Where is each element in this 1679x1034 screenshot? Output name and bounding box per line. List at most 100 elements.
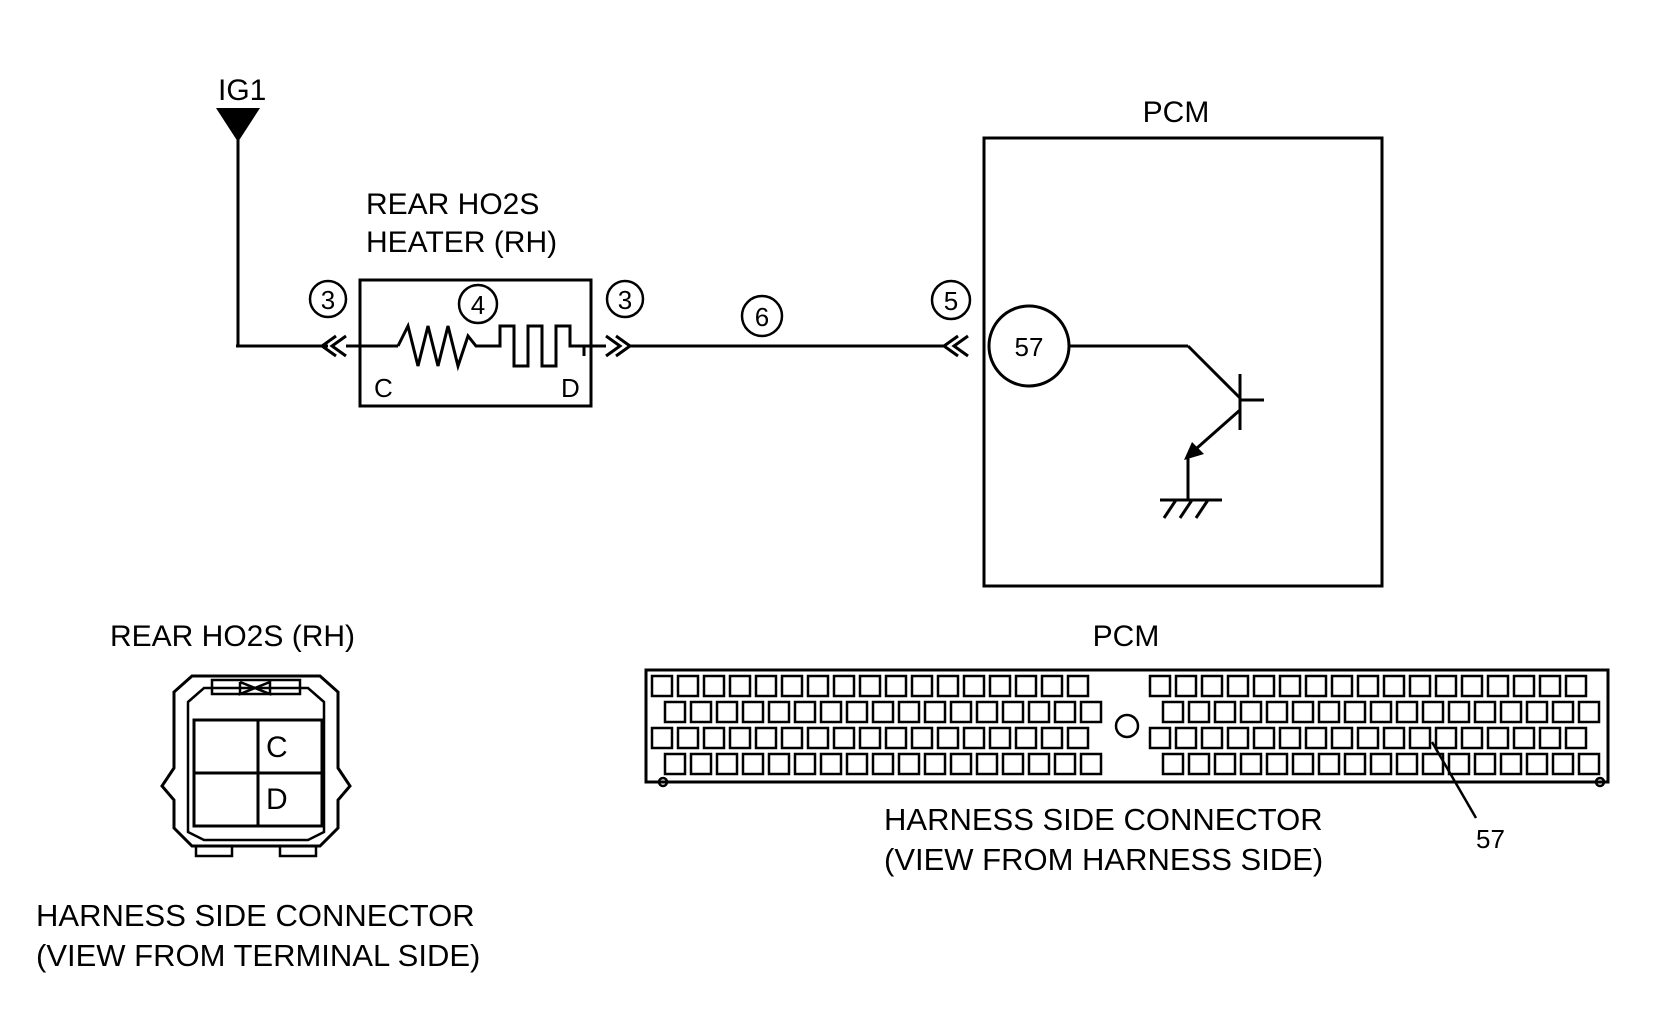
pcm-connector-cavity	[1460, 726, 1484, 750]
pcm-connector-cavity	[1421, 700, 1445, 724]
pcm-connector-cavity	[1460, 674, 1484, 698]
pcm-connector-cavity	[1001, 752, 1025, 776]
pcm-connector-cavity	[936, 726, 960, 750]
pcm-connector-cavity	[1148, 726, 1172, 750]
pcm-connector-cavity	[1525, 752, 1549, 776]
pcm-connector-cavity	[754, 674, 778, 698]
pcm-connector-cavity	[949, 752, 973, 776]
callout-circle-3-right	[605, 279, 645, 319]
pcm-connector-cavity	[1239, 752, 1263, 776]
pcm-connector-cavity	[1382, 674, 1406, 698]
pcm-connector-cavity	[858, 674, 882, 698]
pcm-connector-cavity	[1053, 700, 1077, 724]
pcm-connector-cavity	[663, 752, 687, 776]
pcm-connector-cavity	[1499, 700, 1523, 724]
sensor-pin-d: D	[266, 783, 288, 816]
callout-3-right: 3	[618, 285, 632, 315]
pcm-connector-cavity	[1304, 726, 1328, 750]
pcm-connector-cavity	[728, 674, 752, 698]
pcm-connector-cavity	[1434, 674, 1458, 698]
connector-chevron-left-icon	[319, 334, 347, 358]
resistor-zigzag-icon	[396, 321, 482, 372]
pcm-caption-line1: HARNESS SIDE CONNECTOR	[884, 802, 1323, 837]
pcm-connector-cavity	[741, 700, 765, 724]
pcm-connector-cavity	[1564, 726, 1588, 750]
pcm-connector-cavity	[1200, 674, 1224, 698]
pcm-connector-cavity	[1291, 700, 1315, 724]
pcm-connector-cavity	[1408, 726, 1432, 750]
pcm-connector-cavity	[689, 700, 713, 724]
pcm-connector-cavity	[1512, 674, 1536, 698]
pcm-connector-cavity	[1499, 752, 1523, 776]
pcm-connector-cavity	[715, 752, 739, 776]
pcm-connector-cavity	[962, 726, 986, 750]
pcm-connector-cavity	[819, 752, 843, 776]
pcm-connector-cavity	[910, 674, 934, 698]
transistor-icon	[1069, 344, 1264, 500]
pcm-connector-cavity	[1343, 700, 1367, 724]
heater-title-line1: REAR HO2S	[366, 188, 539, 221]
pcm-connector-cavity	[1434, 726, 1458, 750]
pcm-connector-cavity	[1395, 700, 1419, 724]
pcm-connector-cavity	[1356, 674, 1380, 698]
pcm-connector-cavity	[1187, 700, 1211, 724]
pcm-connector-cavity	[923, 752, 947, 776]
pcm-connector-cavity	[897, 700, 921, 724]
pcm-connector-cavity	[845, 752, 869, 776]
pcm-connector-cavity	[1564, 674, 1588, 698]
pcm-connector-cavity	[754, 726, 778, 750]
pcm-connector-cavity	[1538, 726, 1562, 750]
pcm-connector-cavity	[1356, 726, 1380, 750]
pcm-connector-cavity	[1447, 752, 1471, 776]
pcm-connector-cavity	[1369, 700, 1393, 724]
pcm-connector-cavity	[676, 674, 700, 698]
pcm-connector-cavity	[858, 726, 882, 750]
pcm-connector-cavity	[819, 700, 843, 724]
pcm-connector-cavity	[949, 700, 973, 724]
ground-icon	[1160, 498, 1222, 519]
pcm-connector-cavity	[1161, 700, 1185, 724]
callout-circle-6	[740, 294, 784, 338]
pcm-connector-cavity	[1317, 752, 1341, 776]
pcm-connector-cavity	[1577, 700, 1601, 724]
pcm-connector-cavity	[1174, 674, 1198, 698]
pcm-connector-cavity	[663, 700, 687, 724]
pcm-title: PCM	[1143, 96, 1210, 129]
pcm-connector-cavity	[1053, 752, 1077, 776]
pcm-connector-cavity	[650, 726, 674, 750]
pcm-connector-cavity	[1252, 674, 1276, 698]
heater-box	[358, 278, 593, 408]
pcm-connector-cavity	[1213, 700, 1237, 724]
pcm-connector-cavity	[1001, 700, 1025, 724]
pcm-connector-cavity	[897, 752, 921, 776]
pcm-connector-cavity	[806, 726, 830, 750]
sensor-caption-line1: HARNESS SIDE CONNECTOR	[36, 898, 475, 933]
sensor-caption-line2: (VIEW FROM TERMINAL SIDE)	[36, 938, 480, 973]
pcm-connector-cavity	[975, 752, 999, 776]
callout-circle-5	[930, 279, 972, 321]
pcm-connector-cavity	[871, 752, 895, 776]
pcm-connector-cavity	[702, 674, 726, 698]
pcm-connector-cavity	[871, 700, 895, 724]
pcm-connector-cavity	[1079, 752, 1103, 776]
pcm-connector-cavity	[1512, 726, 1536, 750]
pcm-connector-cavity	[1343, 752, 1367, 776]
pcm-connector-cavity	[676, 726, 700, 750]
pcm-connector-cavity	[1161, 752, 1185, 776]
pcm-connector-cavity	[1200, 726, 1224, 750]
pcm-connector-cavity	[1226, 674, 1250, 698]
pcm-connector-cavity	[1265, 700, 1289, 724]
pcm-connector-title: PCM	[1093, 620, 1160, 653]
pcm-connector-cavity	[1239, 700, 1263, 724]
pcm-connector-cavity	[1551, 700, 1575, 724]
pcm-connector-cavity	[1226, 726, 1250, 750]
pcm-connector-cavity	[1577, 752, 1601, 776]
pcm-connector-cavity	[1040, 726, 1064, 750]
pcm-connector-cavity	[1187, 752, 1211, 776]
pcm-connector-cavity	[1014, 726, 1038, 750]
pcm-connector-cavity	[1213, 752, 1237, 776]
pcm-connector-pin-57: 57	[1476, 824, 1505, 854]
pcm-connector-cavity	[1330, 674, 1354, 698]
pcm-connector-cavity	[1473, 700, 1497, 724]
connector-chevron-pcm-icon	[941, 334, 969, 358]
